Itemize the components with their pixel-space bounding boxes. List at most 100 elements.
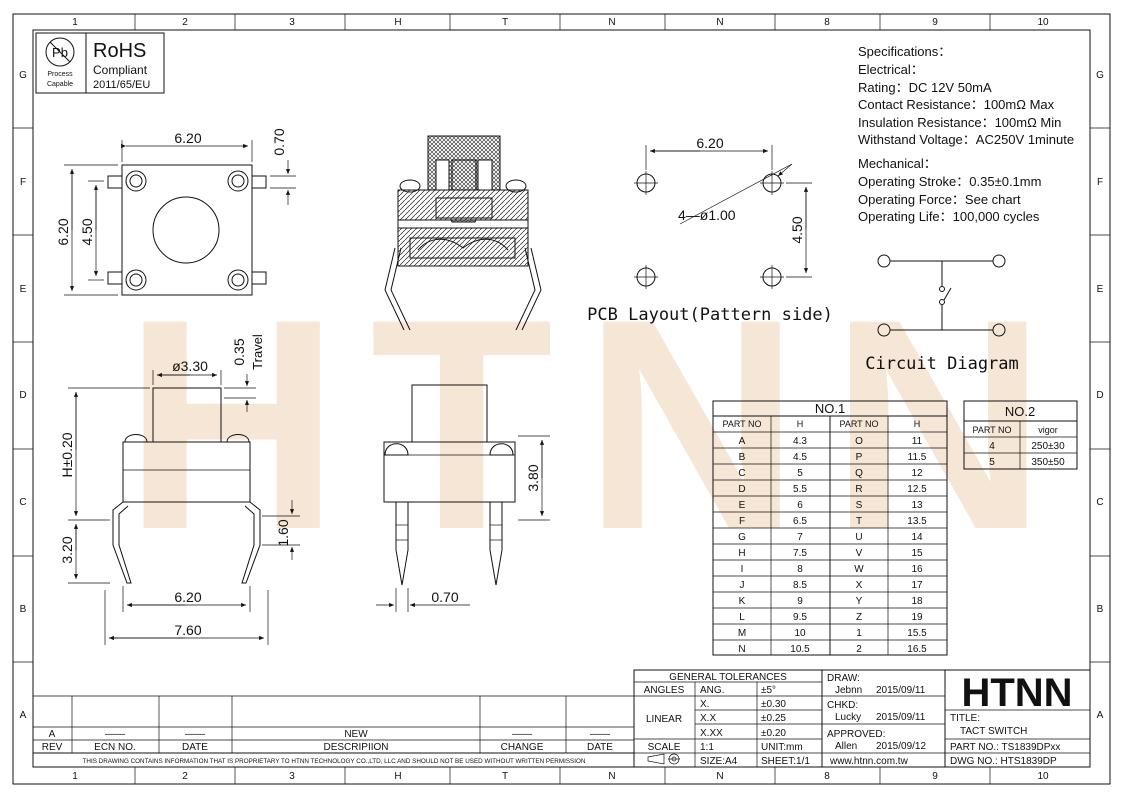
dim-front-070: 0.70: [431, 589, 458, 605]
row-ticks: [13, 127, 1110, 663]
pb-symbol: Pb: [52, 45, 68, 60]
row-label: G: [1096, 70, 1104, 81]
spec-mechanical: Mechanical：: [858, 156, 937, 171]
tb-appr-name: Allen: [835, 741, 857, 752]
dim-front-380: 3.80: [525, 464, 541, 491]
dim-side-160: 1.60: [275, 519, 291, 546]
table1-cell: R: [855, 484, 862, 495]
rev-col-header: DATE: [182, 742, 208, 753]
col-label: N: [608, 771, 615, 782]
front-view: 3.80 0.70: [376, 384, 550, 612]
col-label: N: [716, 17, 723, 28]
spec-withstand: Withstand Voltage：AC250V 1minute: [858, 132, 1074, 147]
table1-cell: H: [738, 548, 745, 559]
tb-approved: APPROVED:: [827, 729, 885, 740]
table1-cell: M: [738, 628, 746, 639]
table1-cell: Q: [855, 468, 863, 479]
dim-side-320: 3.20: [59, 536, 75, 563]
circuit-label: Circuit Diagram: [865, 354, 1019, 374]
outer-frame: [12, 13, 1111, 785]
tb-draw: DRAW:: [827, 673, 860, 684]
table1-header: PART NO: [722, 419, 761, 429]
row-label: D: [1096, 390, 1103, 401]
rev-col-header: DESCRIPIION: [323, 742, 388, 753]
pb-free-icon: [45, 37, 75, 67]
table1-cell: 5: [797, 468, 803, 479]
table1-cell: D: [738, 484, 745, 495]
row-label: B: [20, 604, 27, 615]
tb-draw-name: Jebnn: [835, 685, 862, 696]
pcb-layout-label: PCB Layout(Pattern side): [587, 305, 833, 325]
tb-chkd: CHKD:: [827, 700, 858, 711]
col-label: T: [502, 17, 508, 28]
col-label: 8: [824, 771, 830, 782]
table1-cell: U: [855, 532, 862, 543]
dim-pcb-width: 6.20: [696, 135, 723, 151]
rohs-badge: Pb Process Capable RoHS Compliant 2011/6…: [35, 32, 165, 94]
rev-dash: ——: [512, 729, 532, 740]
col-label: T: [502, 771, 508, 782]
table1-cell: 17: [911, 580, 923, 591]
spec-contact: Contact Resistance：100mΩ Max: [858, 97, 1055, 112]
rev-col-header: DATE: [587, 742, 613, 753]
circuit-diagram: Circuit Diagram: [865, 254, 1019, 374]
table1-cell: Z: [856, 612, 862, 623]
table1-cell: 16.5: [907, 644, 927, 655]
table-no2: NO.2 PART NO vigor 4 250±30 5 350±50: [963, 400, 1078, 470]
table1-cell: 13.5: [907, 516, 927, 527]
row-label: A: [1097, 710, 1104, 721]
inner-frame: [32, 29, 1091, 768]
col-label: N: [608, 17, 615, 28]
tb-chkd-date: 2015/09/11: [876, 712, 926, 723]
revision-block: A —— —— NEW —— —— REV ECN NO. DATE DESCR…: [33, 695, 634, 765]
table1-cell: 5.5: [793, 484, 807, 495]
dim-side-travel-label: Travel: [250, 334, 265, 370]
table1-cell: X: [856, 580, 863, 591]
table1-cell: B: [739, 452, 746, 463]
tb-sheet: SHEET:1/1: [761, 756, 810, 767]
table1-header: H: [914, 419, 921, 429]
tb-ang-val: ±5°: [761, 685, 776, 696]
table1-cell: 2: [856, 644, 862, 655]
spec-rating: Rating：DC 12V 50mA: [858, 80, 992, 95]
tb-angles: ANGLES: [644, 685, 685, 696]
col-label: H: [394, 771, 401, 782]
col-label: N: [716, 771, 723, 782]
col-label: 10: [1037, 17, 1049, 28]
rev-dash: ——: [105, 729, 125, 740]
table1-header: PART NO: [839, 419, 878, 429]
spec-life: Operating Life：100,000 cycles: [858, 209, 1040, 224]
row-label: F: [20, 177, 26, 188]
top-view: 6.20 6.20 4.50 0.70: [55, 128, 296, 296]
table1-cell: 14: [911, 532, 923, 543]
rohs-directive: 2011/65/EU: [93, 79, 150, 91]
table1-cell: N: [738, 644, 745, 655]
table2-cell: 5: [989, 457, 995, 468]
tb-appr-date: 2015/09/12: [876, 741, 926, 752]
row-label: C: [1096, 497, 1103, 508]
dim-side-dia: ø3.30: [172, 358, 208, 374]
tb-unit: UNIT:mm: [761, 742, 803, 753]
table1-cell: 11: [912, 436, 923, 447]
dim-side-620: 6.20: [174, 589, 201, 605]
table1-cell: 13: [911, 500, 923, 511]
tb-x3-val: ±0.20: [761, 728, 786, 739]
table2-cell: 4: [989, 441, 995, 452]
tb-website: www.htnn.com.tw: [829, 756, 909, 767]
row-label: A: [20, 710, 27, 721]
table1-cell: 7: [797, 532, 803, 543]
table1-cell: 6.5: [793, 516, 807, 527]
col-label: 3: [289, 17, 295, 28]
table1-cell: V: [856, 548, 863, 559]
tb-size: SIZE:A4: [700, 756, 738, 767]
table1-cell: I: [741, 564, 744, 575]
dim-side-760: 7.60: [174, 622, 201, 638]
table1-cell: O: [855, 436, 863, 447]
table1-cell: 1: [856, 628, 862, 639]
table1-cell: 8.5: [793, 580, 807, 591]
dim-top-tab: 0.70: [271, 128, 287, 155]
table1-cell: K: [739, 596, 746, 607]
table1-cell: 8: [797, 564, 803, 575]
spec-electrical: Electrical：: [858, 62, 924, 77]
